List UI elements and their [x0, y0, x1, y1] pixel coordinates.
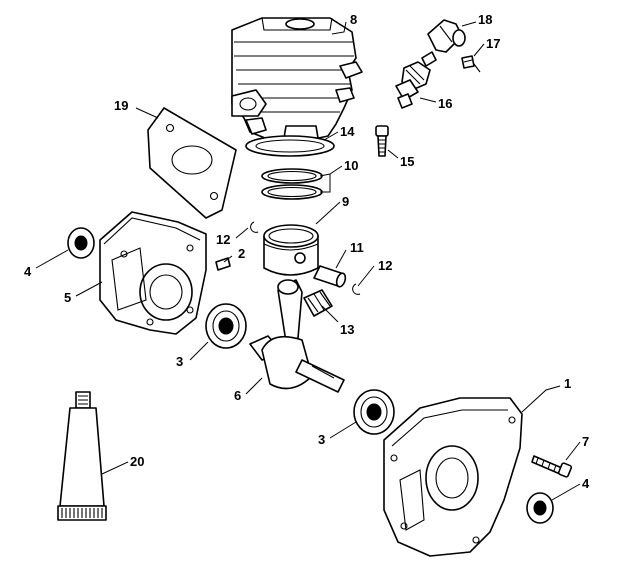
callout-16: 16	[438, 96, 452, 111]
callout-8: 8	[350, 12, 357, 27]
callout-5: 5	[64, 290, 71, 305]
callout-3-right: 3	[318, 432, 325, 447]
crankcase-half-left	[99, 211, 207, 335]
cylinder-screw	[375, 125, 389, 157]
callout-2: 2	[238, 246, 245, 261]
callout-4-left: 4	[24, 264, 32, 279]
callout-14: 14	[340, 124, 355, 139]
spark-plug	[395, 51, 437, 109]
bearing-left	[205, 303, 247, 349]
callout-6: 6	[234, 388, 241, 403]
callout-4-right: 4	[582, 476, 590, 491]
callout-17: 17	[486, 36, 500, 51]
spark-plug-boot	[427, 19, 466, 53]
exhaust-gasket	[147, 107, 237, 219]
callout-19: 19	[114, 98, 128, 113]
grease-tube	[57, 391, 107, 521]
callout-3-left: 3	[176, 354, 183, 369]
callout-13: 13	[340, 322, 354, 337]
crankcase-bolt	[531, 455, 573, 478]
callout-15: 15	[400, 154, 414, 169]
oil-seal-right	[526, 492, 554, 524]
callout-7: 7	[582, 434, 589, 449]
callout-12-upper: 12	[216, 232, 230, 247]
crankshaft	[249, 279, 345, 393]
cylinder-gasket	[245, 135, 335, 157]
piston-pin	[313, 265, 347, 288]
callout-20: 20	[130, 454, 144, 469]
callout-1: 1	[564, 376, 571, 391]
callout-9: 9	[342, 194, 349, 209]
circlip-lower	[352, 283, 361, 295]
oil-seal-left	[67, 227, 95, 259]
callout-18: 18	[478, 12, 492, 27]
dowel-pin	[215, 257, 231, 271]
leader-lines	[35, 21, 581, 501]
callout-10: 10	[344, 158, 358, 173]
spring-clip	[461, 55, 481, 73]
bearing-right	[353, 389, 395, 435]
callout-11: 11	[350, 240, 364, 255]
crankcase-half-right	[383, 397, 523, 557]
piston	[263, 224, 319, 276]
callout-12-lower: 12	[378, 258, 392, 273]
circlip-upper	[250, 221, 259, 233]
piston-rings	[261, 168, 323, 200]
callout-labels: 8 18 17 16 19 14 15 10 9 12 2 11 12 4 5 …	[24, 12, 590, 491]
